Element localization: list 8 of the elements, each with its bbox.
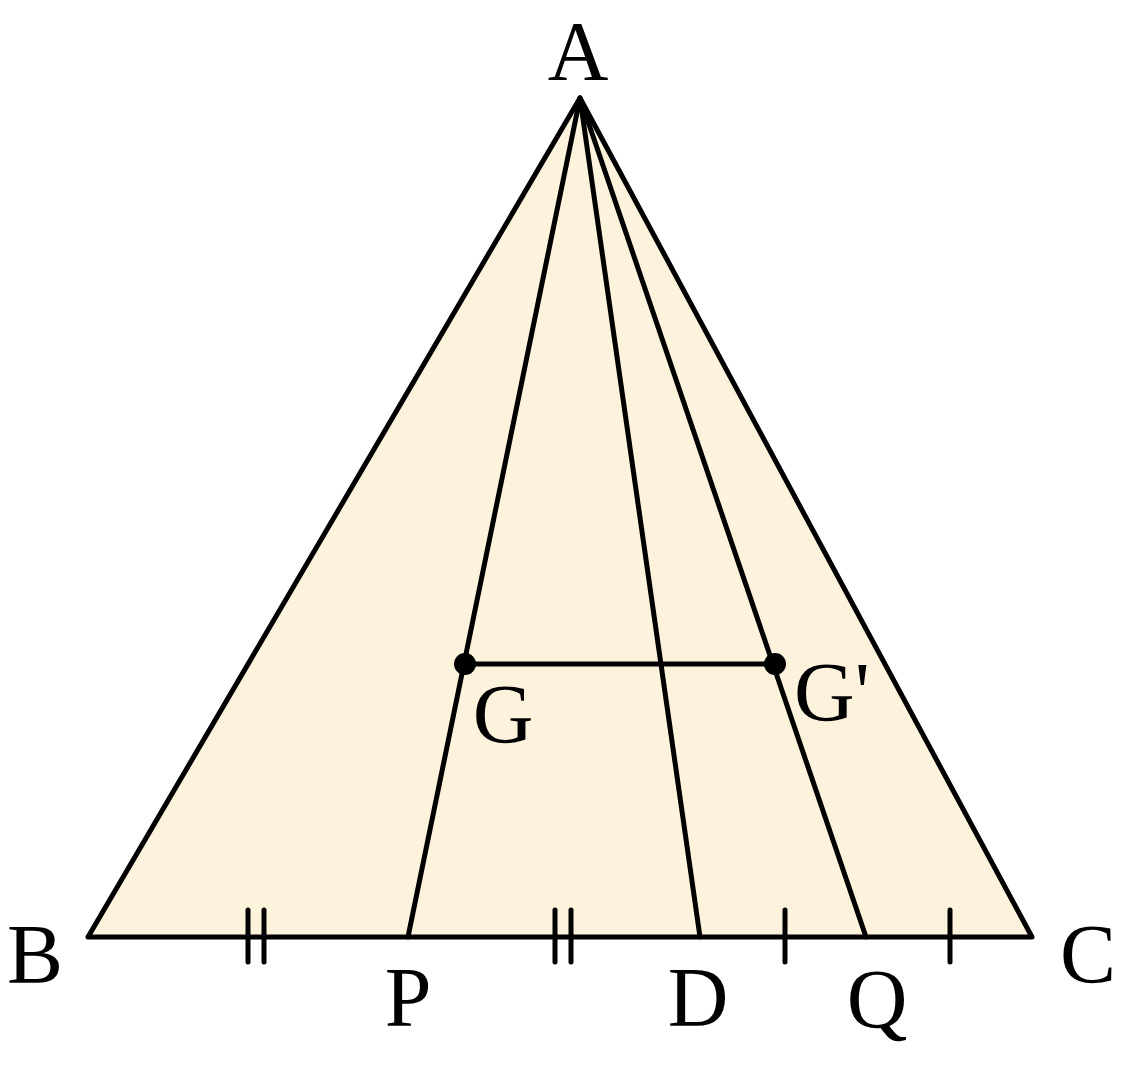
- point-label: D: [667, 956, 729, 1040]
- point-label: Q: [846, 958, 908, 1042]
- point-label: B: [7, 913, 63, 997]
- point-label: A: [547, 10, 609, 94]
- point-label: G: [472, 673, 534, 757]
- point-label: P: [384, 956, 432, 1040]
- point-label: G': [794, 651, 870, 735]
- point-label: C: [1060, 913, 1116, 997]
